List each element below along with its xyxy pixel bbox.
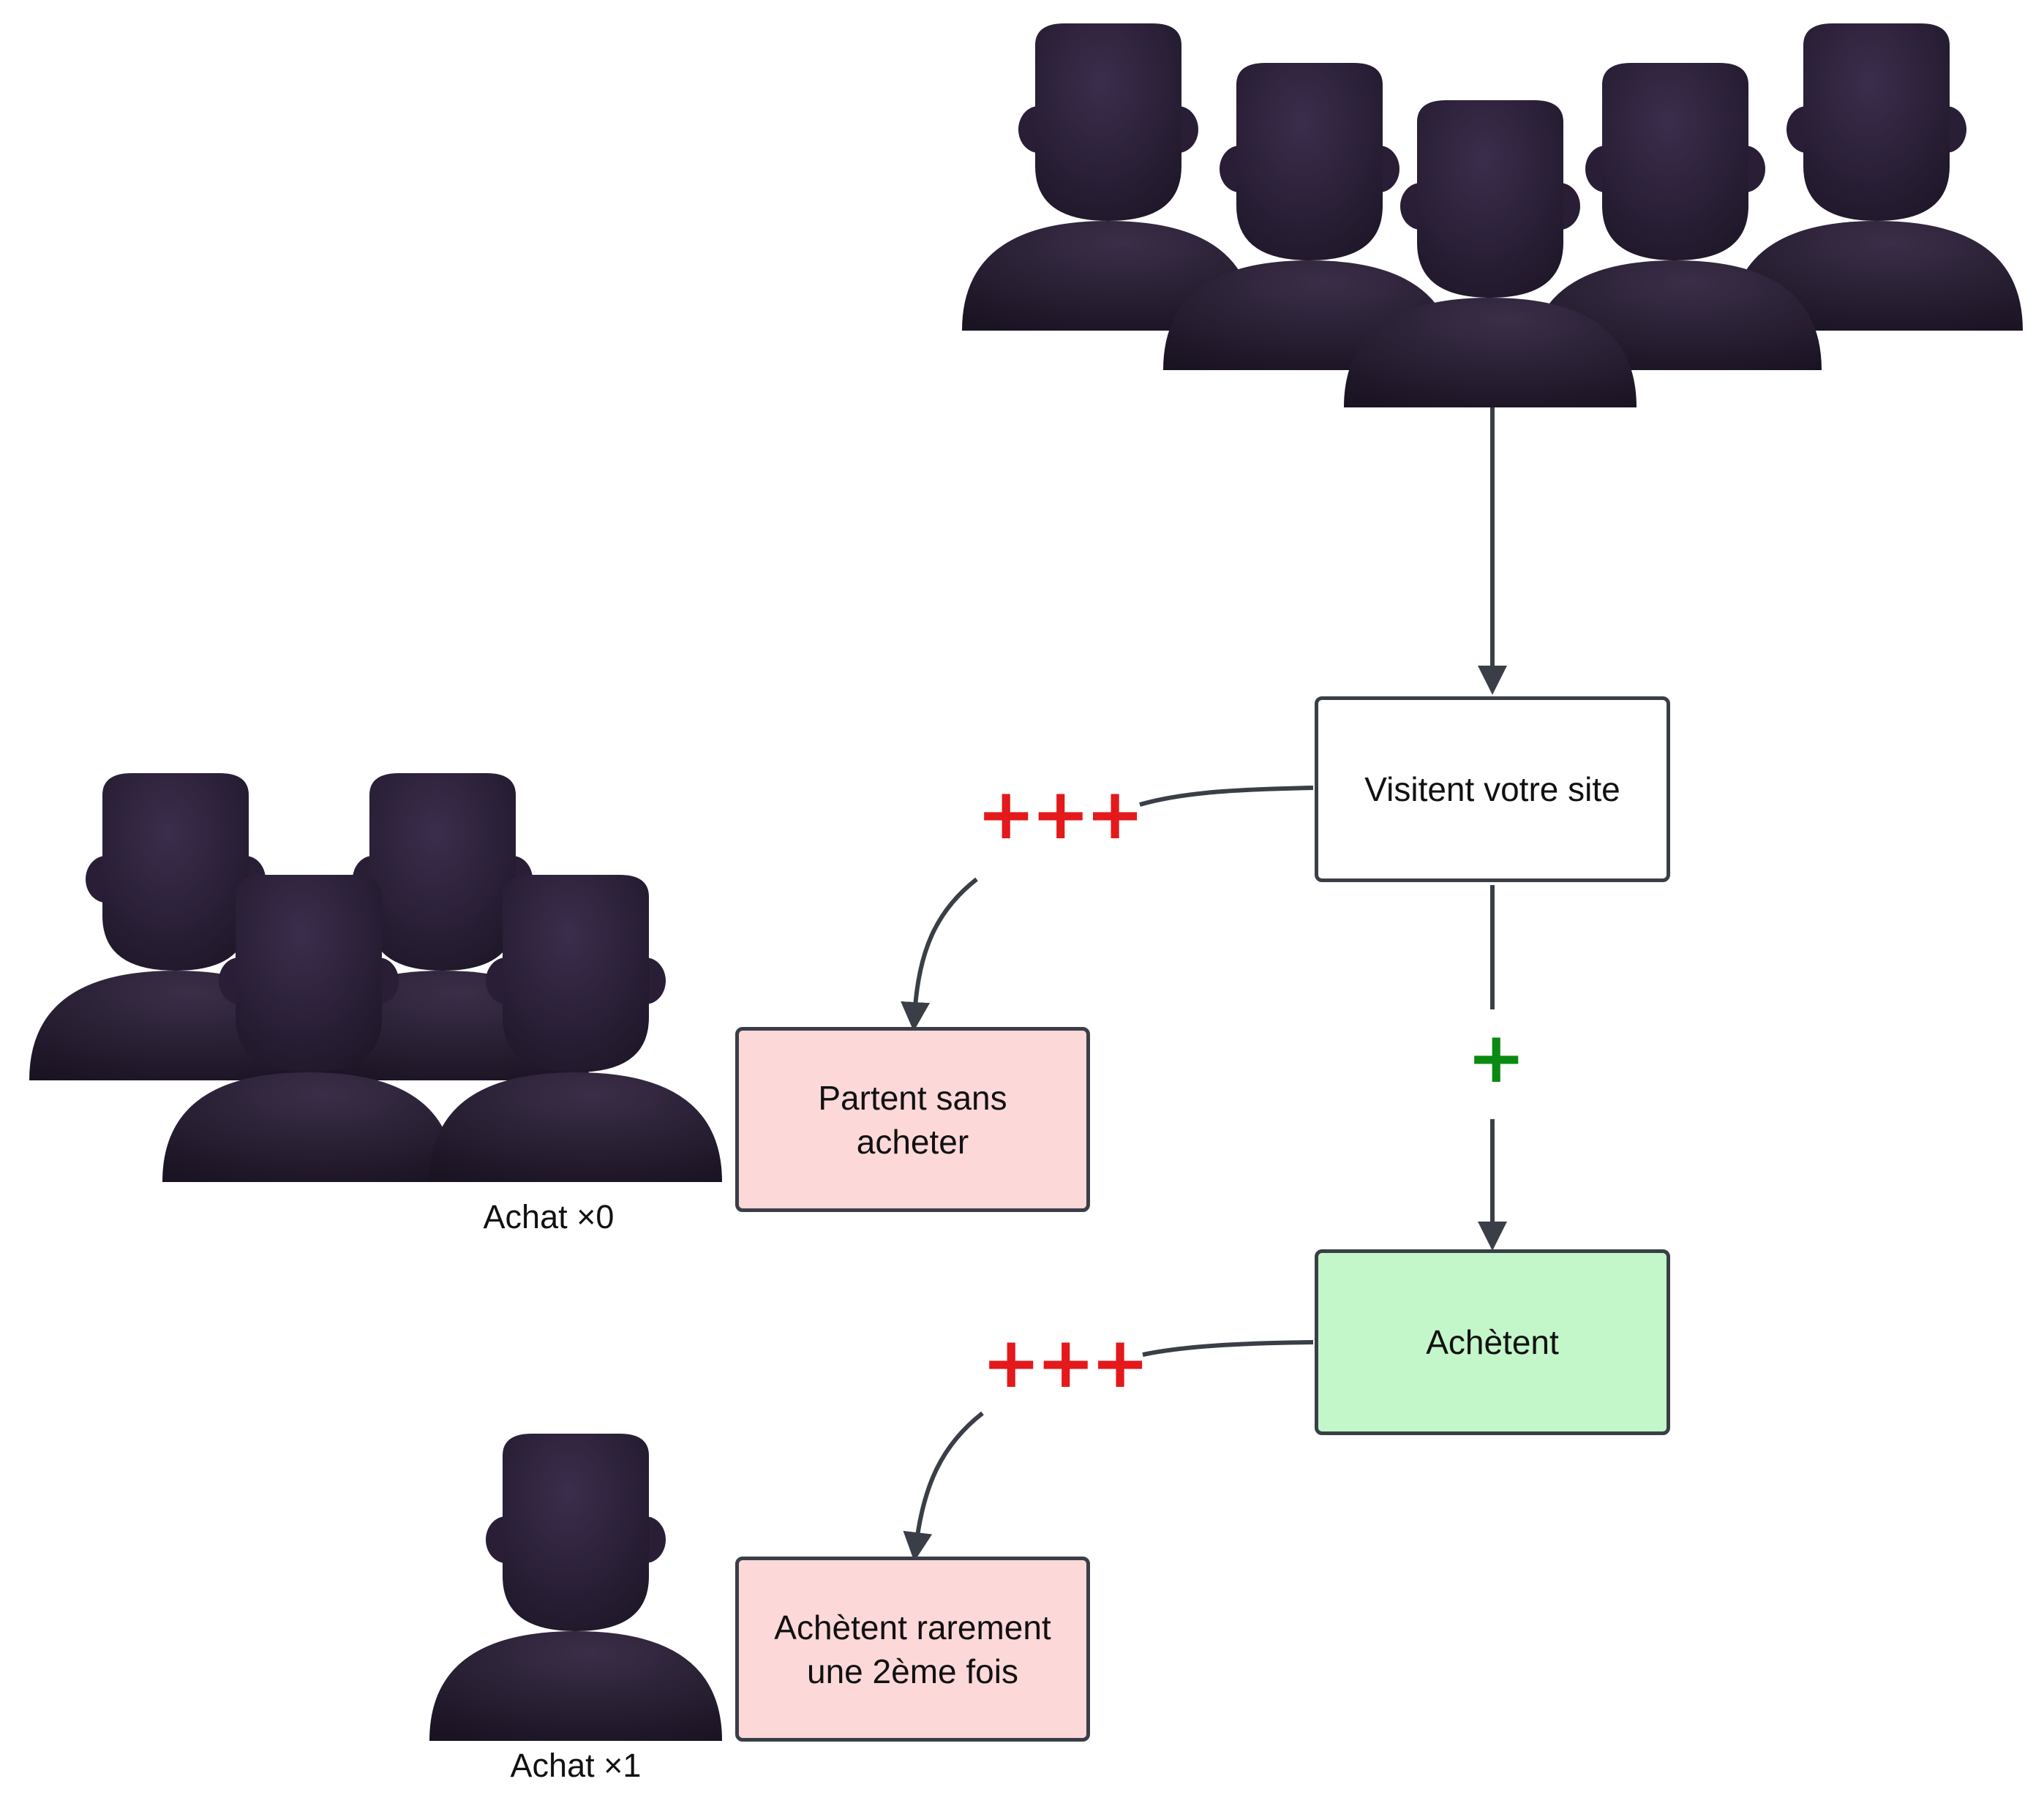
node-visit: Visitent votre site xyxy=(1315,696,1670,882)
edge-buy-to-rare-upper xyxy=(1142,1340,1314,1357)
edge-buy-to-rare-lower xyxy=(903,1411,984,1562)
non-buyers-group xyxy=(29,773,722,1182)
edge-mark-visit-to-leave: +++ xyxy=(977,773,1144,855)
person-silhouette-icon xyxy=(1344,100,1637,407)
person-silhouette-icon xyxy=(429,1434,722,1741)
node-buy: Achètent xyxy=(1315,1249,1670,1435)
node-leave: Partent sans acheter xyxy=(735,1027,1090,1212)
edge-visit-to-leave-upper xyxy=(1139,786,1314,807)
caption-achat-one: Achat ×1 xyxy=(510,1747,642,1784)
visitors-group xyxy=(962,23,2023,407)
node-rare: Achètent rarement une 2ème fois xyxy=(735,1557,1090,1742)
one-time-buyer-group xyxy=(429,1434,722,1741)
edge-visit-to-leave-lower xyxy=(901,877,978,1031)
edge-mark-visit-to-buy: + xyxy=(1467,1017,1526,1099)
caption-achat-zero: Achat ×0 xyxy=(483,1198,615,1235)
edge-mark-buy-to-rare: +++ xyxy=(982,1322,1149,1404)
